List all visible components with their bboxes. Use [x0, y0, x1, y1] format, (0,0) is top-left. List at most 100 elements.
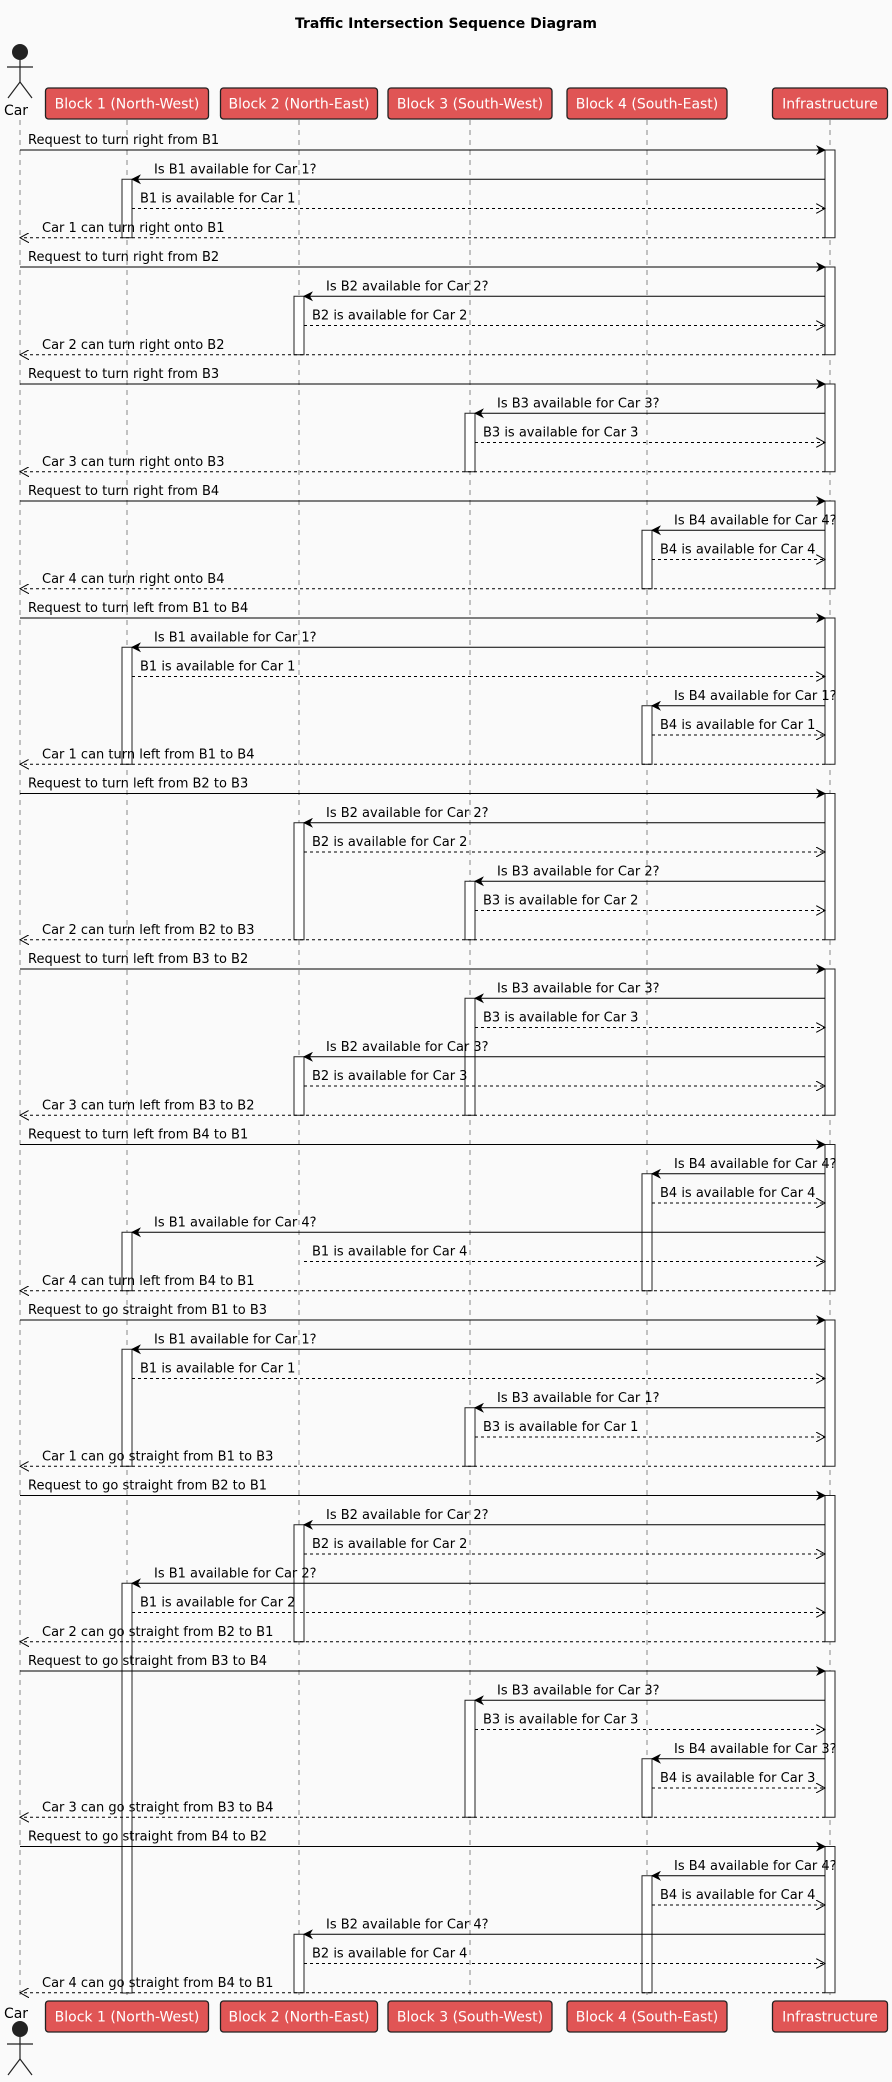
message-19: Is B4 available for Car 1? — [651, 689, 837, 711]
message-label: Request to turn right from B1 — [28, 133, 219, 148]
message-label: Car 3 can turn right onto B3 — [42, 455, 224, 470]
message-43: Is B3 available for Car 1? — [474, 1391, 825, 1413]
message-label: Request to go straight from B4 to B2 — [28, 1830, 267, 1845]
message-label: B3 is available for Car 3 — [483, 1011, 638, 1026]
participant-b4-bottom: Block 4 (South-East) — [566, 2000, 728, 2033]
message-27: Car 2 can turn left from B2 to B3 — [20, 923, 825, 940]
activation-inf — [824, 1144, 836, 1292]
lifelines — [19, 120, 831, 2000]
participant-b1-bottom: Block 1 (North-West) — [44, 2000, 210, 2033]
message-16: Request to turn left from B1 to B4 — [20, 601, 826, 623]
participant-b3-top: Block 3 (South-West) — [387, 87, 553, 120]
message-54: B3 is available for Car 3 — [475, 1713, 825, 1730]
message-40: Request to go straight from B1 to B3 — [20, 1303, 826, 1325]
message-label: Is B3 available for Car 1? — [497, 1391, 660, 1406]
activation-b4 — [641, 705, 653, 765]
message-45: Car 1 can go straight from B1 to B3 — [20, 1449, 825, 1466]
message-label: Is B4 available for Car 3? — [674, 1742, 837, 1757]
message-31: Is B2 available for Car 3? — [303, 1040, 825, 1062]
message-50: B1 is available for Car 2 — [132, 1596, 825, 1613]
message-label: Request to turn left from B4 to B1 — [28, 1128, 248, 1143]
participant-label: Block 4 (South-East) — [576, 97, 719, 113]
message-48: B2 is available for Car 2 — [304, 1537, 825, 1554]
activation-inf — [824, 1846, 836, 1994]
message-label: Is B1 available for Car 1? — [154, 162, 317, 177]
activation-b3 — [464, 412, 476, 473]
message-label: Is B4 available for Car 1? — [674, 689, 837, 704]
message-37: Is B1 available for Car 4? — [131, 1215, 825, 1238]
message-46: Request to go straight from B2 to B1 — [20, 1479, 826, 1501]
message-49: Is B1 available for Car 2? — [131, 1566, 825, 1589]
diagram-title: Traffic Intersection Sequence Diagram — [295, 16, 597, 32]
message-label: Car 2 can go straight from B2 to B1 — [42, 1625, 273, 1640]
message-label: Is B2 available for Car 2? — [326, 279, 489, 294]
participant-label: Block 2 (North-East) — [228, 2010, 369, 2026]
message-label: Is B1 available for Car 2? — [154, 1566, 317, 1581]
message-label: B3 is available for Car 1 — [483, 1420, 638, 1435]
participant-label: Block 3 (South-West) — [397, 2010, 543, 2026]
message-label: Request to go straight from B2 to B1 — [28, 1479, 267, 1494]
activation-inf — [824, 383, 836, 473]
message-13: Is B4 available for Car 4? — [651, 513, 837, 536]
message-3: Car 1 can turn right onto B1 — [20, 221, 825, 238]
activation-b2 — [293, 1933, 305, 1994]
message-7: Car 2 can turn right onto B2 — [20, 338, 825, 355]
message-label: B1 is available for Car 1 — [140, 192, 295, 207]
message-label: Is B2 available for Car 2? — [326, 1508, 489, 1523]
message-22: Request to turn left from B2 to B3 — [20, 777, 826, 799]
actor-label: Car — [4, 2006, 28, 2022]
participant-b3-bottom: Block 3 (South-West) — [387, 2000, 553, 2033]
activation-b4 — [641, 529, 653, 590]
actor-label: Car — [4, 103, 28, 119]
participant-label: Block 1 (North-West) — [55, 97, 200, 113]
participant-label: Block 4 (South-East) — [576, 2010, 719, 2026]
message-label: Request to go straight from B3 to B4 — [28, 1654, 267, 1669]
message-label: Is B1 available for Car 1? — [154, 1332, 317, 1347]
activation-b3 — [464, 880, 476, 941]
message-59: Is B4 available for Car 4? — [651, 1859, 837, 1881]
participant-b2-top: Block 2 (North-East) — [219, 87, 379, 120]
actor-car-bottom: Car — [4, 2006, 33, 2076]
message-44: B3 is available for Car 1 — [475, 1420, 825, 1437]
message-17: Is B1 available for Car 1? — [131, 630, 825, 653]
message-53: Is B3 available for Car 3? — [474, 1683, 825, 1706]
message-label: Is B3 available for Car 3? — [497, 396, 660, 411]
message-label: Is B2 available for Car 3? — [326, 1040, 489, 1055]
message-label: Request to turn left from B3 to B2 — [28, 952, 248, 967]
message-label: Is B2 available for Car 2? — [326, 806, 489, 821]
message-label: Car 4 can go straight from B4 to B1 — [42, 1976, 273, 1991]
message-38: B1 is available for Car 4 — [304, 1245, 825, 1262]
message-label: B4 is available for Car 4 — [660, 1186, 815, 1201]
message-label: B4 is available for Car 4 — [660, 543, 815, 558]
message-label: Request to turn left from B1 to B4 — [28, 601, 248, 616]
message-label: B1 is available for Car 2 — [140, 1596, 295, 1611]
activation-b3 — [464, 1407, 476, 1467]
message-10: B3 is available for Car 3 — [475, 426, 825, 443]
message-label: Is B2 available for Car 4? — [326, 1917, 489, 1932]
message-label: Car 1 can turn right onto B1 — [42, 221, 224, 236]
message-label: Is B1 available for Car 1? — [154, 630, 317, 645]
message-label: Request to turn left from B2 to B3 — [28, 777, 248, 792]
message-52: Request to go straight from B3 to B4 — [20, 1654, 826, 1676]
participant-header-top: Car Block 1 (North-West) Block 2 (North-Ea… — [4, 44, 889, 120]
activation-inf — [824, 1670, 836, 1818]
message-6: B2 is available for Car 2 — [304, 309, 825, 326]
message-9: Is B3 available for Car 3? — [474, 396, 825, 419]
message-62: B2 is available for Car 4 — [304, 1947, 825, 1964]
message-label: B1 is available for Car 4 — [312, 1245, 467, 1260]
message-label: B4 is available for Car 4 — [660, 1888, 815, 1903]
message-label: B3 is available for Car 2 — [483, 894, 638, 909]
message-11: Car 3 can turn right onto B3 — [20, 455, 825, 472]
message-24: B2 is available for Car 2 — [304, 835, 825, 852]
message-label: B3 is available for Car 3 — [483, 1713, 638, 1728]
message-34: Request to turn left from B4 to B1 — [20, 1128, 826, 1150]
message-0: Request to turn right from B1 — [20, 133, 826, 155]
activation-inf — [824, 149, 836, 239]
message-15: Car 4 can turn right onto B4 — [20, 572, 825, 589]
message-14: B4 is available for Car 4 — [652, 543, 825, 560]
message-30: B3 is available for Car 3 — [475, 1011, 825, 1028]
activation-inf — [824, 617, 836, 765]
message-label: Request to go straight from B1 to B3 — [28, 1303, 267, 1318]
message-label: B2 is available for Car 2 — [312, 309, 467, 324]
message-26: B3 is available for Car 2 — [475, 894, 825, 911]
